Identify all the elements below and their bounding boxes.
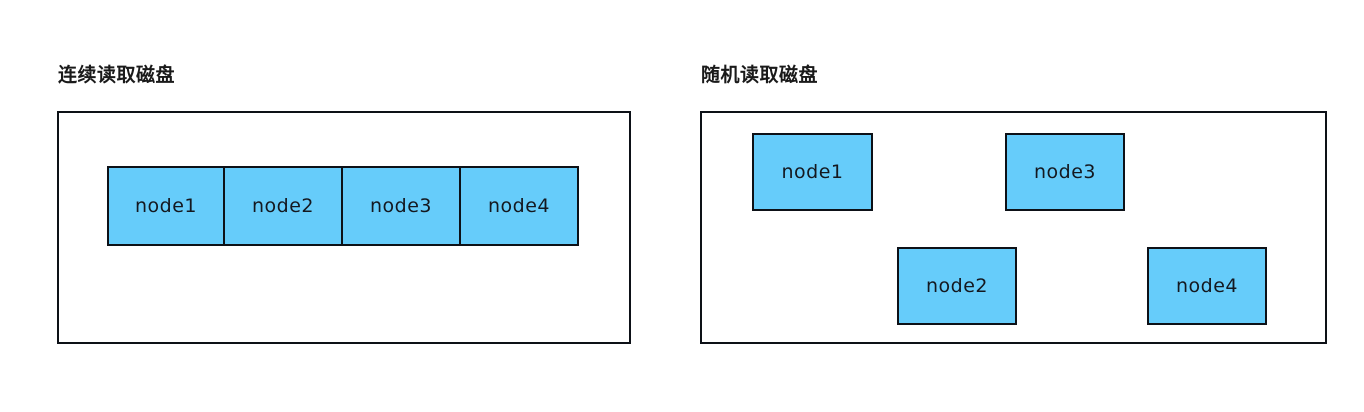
node-block-sequential-3: node3	[341, 166, 461, 246]
node-block-sequential-2: node2	[223, 166, 343, 246]
panel-title-random: 随机读取磁盘	[701, 64, 819, 86]
node-block-sequential-4: node4	[459, 166, 579, 246]
node-block-random-2: node2	[897, 247, 1017, 325]
node-label: node2	[925, 274, 988, 297]
node-label: node4	[1175, 274, 1238, 297]
node-label: node1	[781, 160, 844, 183]
node-block-sequential-1: node1	[107, 166, 225, 246]
node-label: node4	[487, 194, 550, 217]
node-label: node3	[369, 194, 432, 217]
node-block-random-1: node1	[752, 133, 873, 211]
panel-title-sequential: 连续读取磁盘	[58, 64, 176, 86]
node-block-random-3: node3	[1005, 133, 1125, 211]
node-label: node3	[1033, 160, 1096, 183]
node-strip-sequential: node1 node2 node3 node4	[107, 166, 579, 246]
node-label: node1	[134, 194, 197, 217]
node-label: node2	[251, 194, 314, 217]
node-block-random-4: node4	[1147, 247, 1267, 325]
